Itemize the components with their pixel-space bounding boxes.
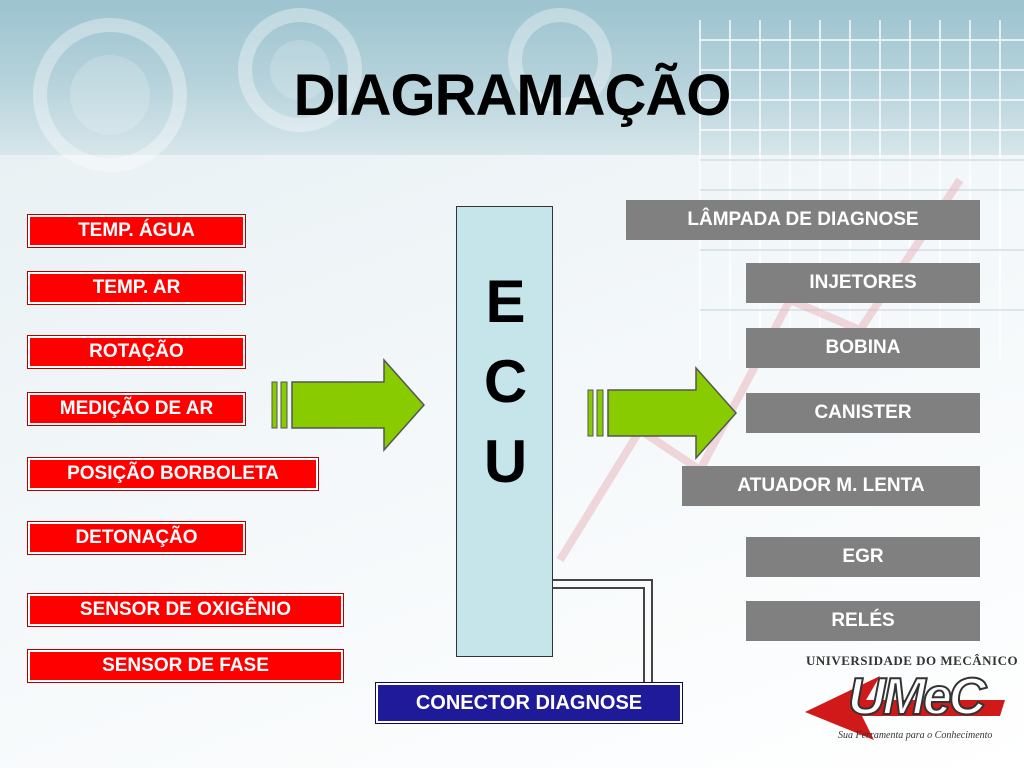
logo-mark: UMeC (847, 667, 987, 727)
gear-icon (508, 8, 612, 112)
trend-line-decoration (556, 177, 964, 563)
input-box-sensor-de-fase: SENSOR DE FASE (28, 650, 343, 682)
ecu-block: E C U (456, 206, 553, 657)
input-box-temp-agua: TEMP. ÁGUA (28, 215, 245, 247)
output-box-bobina: BOBINA (746, 328, 980, 368)
arrow-right-icon (291, 358, 426, 452)
input-box-posicao-borboleta: POSIÇÃO BORBOLETA (28, 458, 318, 490)
arrow-right-icon (607, 366, 738, 460)
output-box-injetores: INJETORES (746, 263, 980, 303)
output-box-atuador-m-lenta: ATUADOR M. LENTA (682, 466, 980, 506)
ecu-letter-c: C (483, 348, 528, 415)
output-box-reles: RELÉS (746, 601, 980, 641)
input-box-temp-ar: TEMP. AR (28, 272, 245, 304)
logo-tagline: Sua Ferramenta para o Conhecimento (838, 730, 993, 741)
ecu-letter-e: E (485, 268, 526, 335)
output-arrow (587, 366, 738, 460)
output-box-lampada-de-diagnose: LÂMPADA DE DIAGNOSE (626, 200, 980, 240)
page-title: DIAGRAMAÇÃO (293, 63, 732, 128)
input-box-sensor-de-oxigenio: SENSOR DE OXIGÊNIO (28, 594, 343, 626)
gear-icon (33, 18, 187, 172)
output-box-canister: CANISTER (746, 393, 980, 433)
ecu-letter-u: U (483, 428, 528, 495)
connector-line (553, 579, 653, 685)
input-box-rotacao: ROTAÇÃO (28, 336, 245, 368)
input-box-detonacao: DETONAÇÃO (28, 522, 245, 554)
input-arrow (271, 358, 426, 452)
connector-diagnose-box: CONECTOR DIAGNOSE (376, 683, 682, 723)
logo-org-name: UNIVERSIDADE DO MECÂNICO (806, 653, 1019, 668)
input-box-medicao-de-ar: MEDIÇÃO DE AR (28, 393, 245, 425)
output-box-egr: EGR (746, 537, 980, 577)
gear-icon (238, 8, 362, 132)
